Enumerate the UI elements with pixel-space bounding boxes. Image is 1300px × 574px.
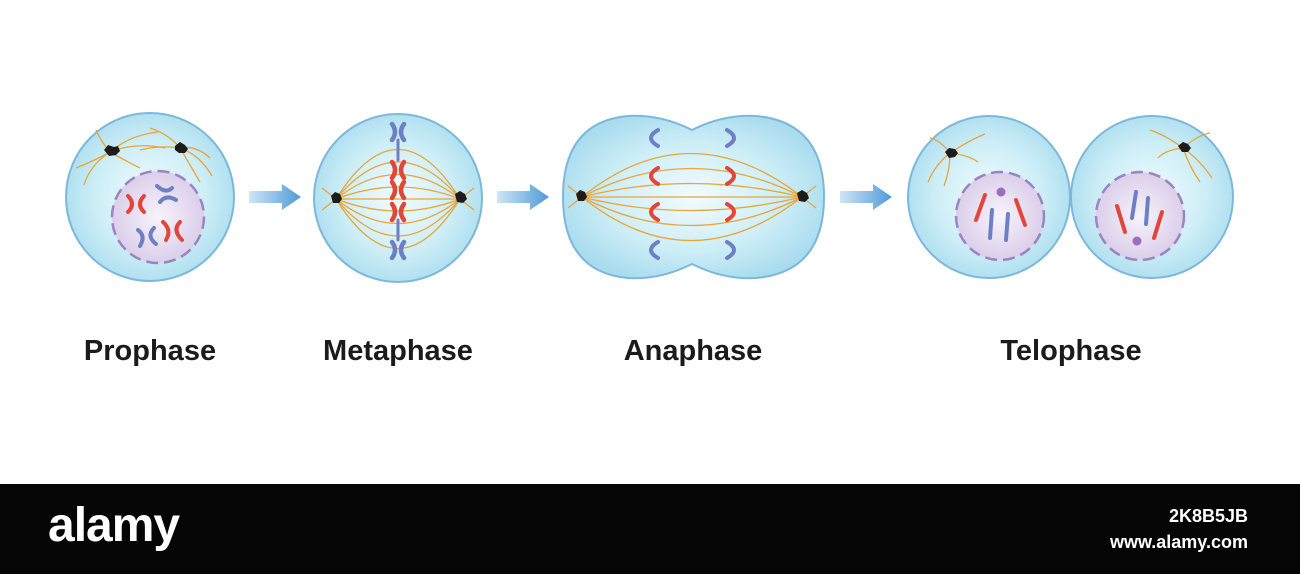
metaphase-centrosome-right — [455, 191, 467, 203]
anaphase-chromosomes — [649, 128, 736, 260]
label-anaphase: Anaphase — [623, 335, 763, 367]
watermark-url: www.alamy.com — [1109, 532, 1248, 552]
prophase-cell — [65, 112, 235, 282]
mitosis-diagram-svg — [65, 112, 1234, 283]
prophase-centrosome-right — [175, 142, 188, 153]
prophase-centrosome-left — [104, 145, 120, 156]
telophase-centrosome-right — [1178, 142, 1191, 152]
telophase-nucleolus-left — [996, 187, 1006, 197]
telophase-nucleus-right — [1094, 170, 1186, 262]
label-metaphase: Metaphase — [323, 335, 473, 367]
metaphase-cell — [313, 113, 483, 283]
arrow-3 — [840, 184, 892, 210]
anaphase-spindle-fibers — [567, 153, 817, 241]
arrow-1 — [249, 184, 301, 210]
anaphase-centrosome-right — [797, 190, 809, 202]
telophase-nucleus-left — [954, 170, 1046, 262]
telophase-centrosome-left — [945, 148, 958, 158]
watermark-footer: alamy 2K8B5JB www.alamy.com — [0, 484, 1300, 574]
mitosis-diagram — [65, 112, 1234, 283]
telophase-nucleolus-right — [1132, 236, 1142, 246]
metaphase-spindle-fibers — [321, 149, 475, 249]
label-telophase: Telophase — [1000, 335, 1142, 367]
telophase-chromosomes — [974, 190, 1164, 242]
image-id-text: 2K8B5JB — [1168, 506, 1248, 526]
metaphase-chromosomes — [389, 121, 407, 261]
prophase-chromosomes — [126, 184, 184, 248]
anaphase-cell — [561, 114, 826, 280]
anaphase-centrosome-left — [576, 190, 587, 201]
metaphase-centrosome-left — [331, 192, 342, 203]
alamy-logo: alamy — [48, 499, 180, 552]
telophase-contents — [927, 129, 1213, 262]
arrow-2 — [497, 184, 549, 210]
label-prophase: Prophase — [83, 335, 217, 367]
